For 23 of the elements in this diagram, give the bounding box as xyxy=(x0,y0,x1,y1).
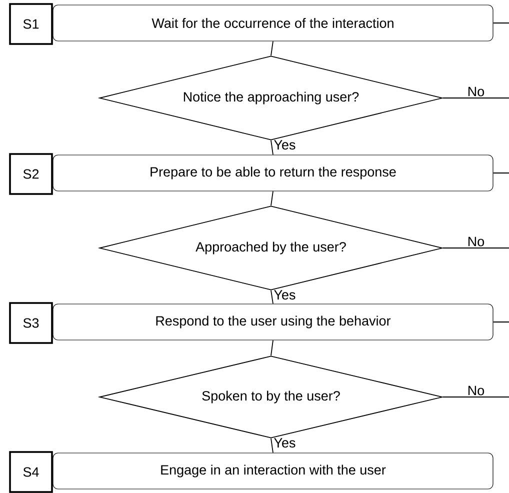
connector-line xyxy=(270,140,274,156)
edge-label: Yes xyxy=(274,438,296,448)
process-box: Wait for the occurrence of the interaction xyxy=(52,4,494,42)
step-label-box: S2 xyxy=(9,153,53,195)
connector-line xyxy=(270,290,274,304)
connector-line xyxy=(270,438,274,454)
step-label-box: S4 xyxy=(9,451,53,493)
connector-line xyxy=(270,340,274,356)
edge-label: Yes xyxy=(274,290,296,300)
step-label-box: S3 xyxy=(9,302,53,344)
edge-label: No xyxy=(468,86,484,96)
edge-label: No xyxy=(468,386,484,396)
connector-line xyxy=(270,40,274,56)
edge-label: No xyxy=(468,236,484,246)
edge-label: Yes xyxy=(274,140,296,150)
process-box: Engage in an interaction with the user xyxy=(52,452,494,490)
step-label-box: S1 xyxy=(9,3,53,45)
connector-line xyxy=(442,396,509,398)
connector-line xyxy=(270,190,274,206)
process-box: Respond to the user using the behavior xyxy=(52,304,494,340)
process-box: Prepare to be able to return the response xyxy=(52,154,494,192)
connector-line xyxy=(492,172,509,174)
connector-line xyxy=(492,22,509,24)
